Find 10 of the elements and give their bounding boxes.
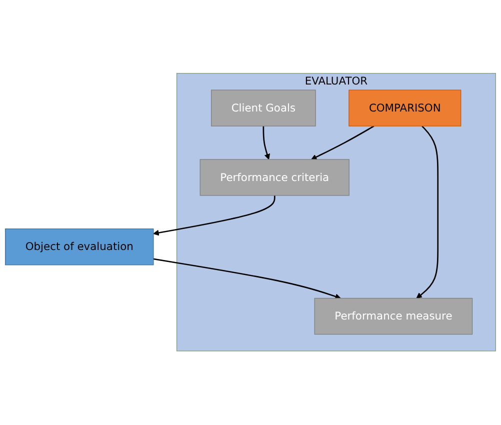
arrow <box>153 196 276 236</box>
node-box: Client Goals <box>210 90 316 127</box>
arrow <box>416 126 439 299</box>
node-box: COMPARISON <box>348 90 462 127</box>
node-box: Performance criteria <box>200 159 350 196</box>
arrow <box>262 126 270 160</box>
arrow <box>153 258 341 300</box>
node-box: Object of evaluation <box>5 228 154 266</box>
node-box: Performance measure <box>314 298 473 335</box>
arrow <box>311 126 374 160</box>
